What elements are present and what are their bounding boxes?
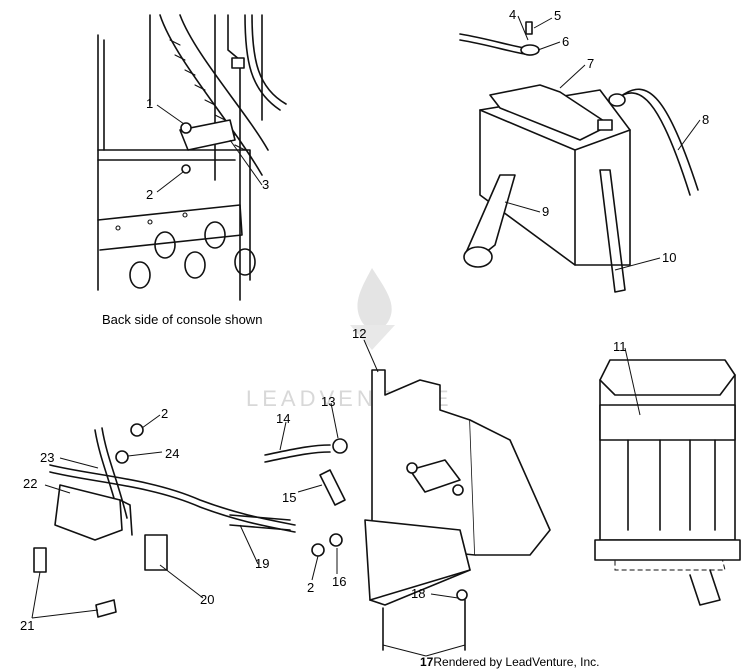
battery-assembly (459, 21, 699, 293)
console-assembly (97, 14, 287, 301)
footer: 17Rendered by LeadVenture, Inc. (420, 655, 599, 669)
callout-18: 18 (411, 586, 425, 601)
callout-19: 19 (255, 556, 269, 571)
leader-lines (31, 15, 701, 657)
callout-22: 22 (23, 476, 37, 491)
callout-14: 14 (276, 411, 290, 426)
callout-2: 2 (146, 187, 153, 202)
callout-2b: 2 (161, 406, 168, 421)
callout-8: 8 (702, 112, 709, 127)
callout-12: 12 (352, 326, 366, 341)
callout-6: 6 (562, 34, 569, 49)
callout-3: 3 (262, 177, 269, 192)
callout-7: 7 (587, 56, 594, 71)
callouts: 1 2 3 4 5 6 7 8 9 10 11 12 13 14 15 2 16… (20, 7, 709, 633)
callout-15: 15 (282, 490, 296, 505)
callout-5: 5 (554, 8, 561, 23)
bracket-assembly (264, 369, 551, 651)
callout-10: 10 (662, 250, 676, 265)
callout-11: 11 (613, 339, 627, 354)
callout-1: 1 (146, 96, 153, 111)
callout-16: 16 (332, 574, 346, 589)
callout-4: 4 (509, 7, 516, 22)
callout-13: 13 (321, 394, 335, 409)
footer-credit: Rendered by LeadVenture, Inc. (433, 655, 599, 669)
callout-23: 23 (40, 450, 54, 465)
tray-assembly (594, 359, 741, 606)
solenoid-assembly (33, 423, 296, 618)
footer-callout-17: 17 (420, 655, 434, 669)
callout-9: 9 (542, 204, 549, 219)
watermark-logo (350, 268, 395, 350)
callout-24: 24 (165, 446, 179, 461)
console-caption: Back side of console shown (102, 312, 262, 327)
callout-20: 20 (200, 592, 214, 607)
callout-2c: 2 (307, 580, 314, 595)
callout-21: 21 (20, 618, 34, 633)
